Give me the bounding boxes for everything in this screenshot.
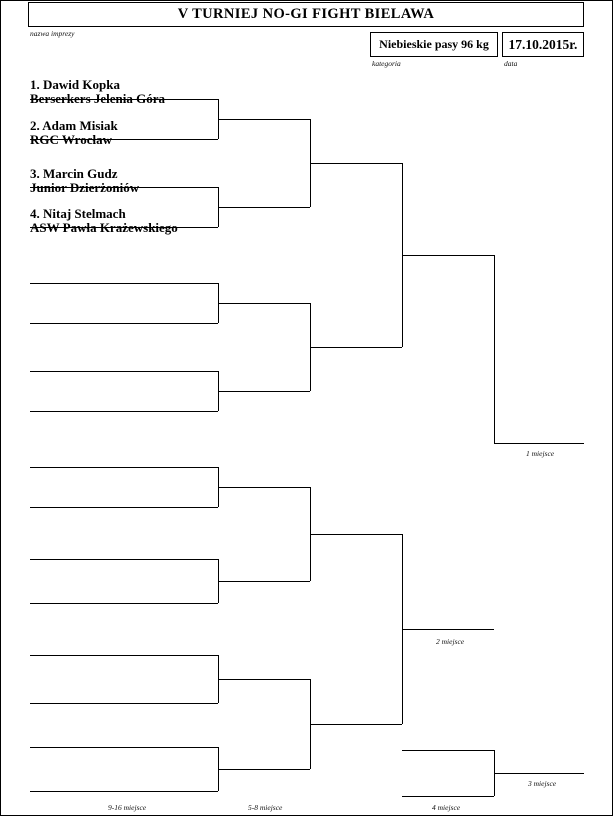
- r1-slot-line-4: [30, 227, 218, 228]
- ninth-sixteenth-label: 9-16 miejsce: [108, 803, 147, 812]
- r1-slot-line-2: [30, 139, 218, 140]
- first-place-label: 1 miejsce: [526, 449, 555, 458]
- r1-slot-line-6: [30, 323, 218, 324]
- third-place-line: [494, 773, 584, 774]
- competitor-name: 1. Dawid Kopka: [30, 77, 120, 92]
- r1-slot-line-15: [30, 747, 218, 748]
- r2-slot-line-3: [218, 303, 310, 304]
- semifinal-line-1: [402, 255, 494, 256]
- competitor-club: Berserkers Jelenia Góra: [30, 90, 166, 106]
- r2-slot-line-5: [218, 487, 310, 488]
- competitor-name: 2. Adam Misiak: [30, 118, 118, 133]
- category-box: Niebieskie pasy 96 kg: [370, 32, 498, 57]
- r2-slot-line-6: [218, 581, 310, 582]
- r1-slot-line-5: [30, 283, 218, 284]
- competitor-name: 4. Nitaj Stelmach: [30, 206, 126, 221]
- fourth-place-label: 4 miejsce: [432, 803, 461, 812]
- competitor-slot-2: 2. Adam Misiak RGC Wrocław: [30, 119, 220, 147]
- competitor-slot-3: 3. Marcin Gudz Junior Dzierżoniów: [30, 167, 220, 195]
- r1-slot-line-16: [30, 791, 218, 792]
- r1-slot-line-3: [30, 187, 218, 188]
- first-place-line: [494, 443, 584, 444]
- r3-slot-line-1: [310, 163, 402, 164]
- competitor-slot-4: 4. Nitaj Stelmach ASW Pawła Krażewskiego: [30, 207, 220, 235]
- third-place-label: 3 miejsce: [528, 779, 557, 788]
- r1-slot-line-8: [30, 411, 218, 412]
- r3-slot-line-4: [310, 724, 402, 725]
- category-value: Niebieskie pasy 96 kg: [379, 37, 489, 51]
- second-place-label: 2 miejsce: [436, 637, 465, 646]
- semifinal-line-2: [402, 629, 494, 630]
- r1-slot-line-13: [30, 655, 218, 656]
- competitor-slot-1: 1. Dawid Kopka Berserkers Jelenia Góra: [30, 78, 220, 106]
- final-join: [494, 255, 495, 443]
- third-place-slot-line-2: [402, 796, 494, 797]
- competitor-name: 3. Marcin Gudz: [30, 166, 118, 181]
- third-place-slot-line-1: [402, 750, 494, 751]
- r3-slot-line-2: [310, 347, 402, 348]
- r2-slot-line-4: [218, 391, 310, 392]
- r3-slot-line-3: [310, 534, 402, 535]
- competitor-club: Junior Dzierżoniów: [30, 179, 140, 195]
- event-title-caption: nazwa imprezy: [30, 29, 75, 38]
- r1-slot-line-7: [30, 371, 218, 372]
- r2-slot-line-1: [218, 119, 310, 120]
- date-caption: data: [504, 59, 518, 68]
- event-title-box: V TURNIEJ NO-GI FIGHT BIELAWA: [28, 2, 584, 27]
- r1-slot-line-14: [30, 703, 218, 704]
- r1-slot-line-12: [30, 603, 218, 604]
- event-title: V TURNIEJ NO-GI FIGHT BIELAWA: [177, 6, 435, 22]
- r1-slot-line-9: [30, 467, 218, 468]
- r2-slot-line-8: [218, 769, 310, 770]
- date-value: 17.10.2015r.: [508, 36, 578, 52]
- r1-slot-line-1: [30, 99, 218, 100]
- category-caption: kategoria: [372, 59, 401, 68]
- competitor-club: ASW Pawła Krażewskiego: [30, 219, 178, 235]
- r1-slot-line-10: [30, 507, 218, 508]
- r2-slot-line-2: [218, 207, 310, 208]
- fifth-eighth-label: 5-8 miejsce: [248, 803, 283, 812]
- r1-slot-line-11: [30, 559, 218, 560]
- competitor-club: RGC Wrocław: [30, 131, 112, 147]
- date-box: 17.10.2015r.: [502, 32, 584, 57]
- r2-slot-line-7: [218, 679, 310, 680]
